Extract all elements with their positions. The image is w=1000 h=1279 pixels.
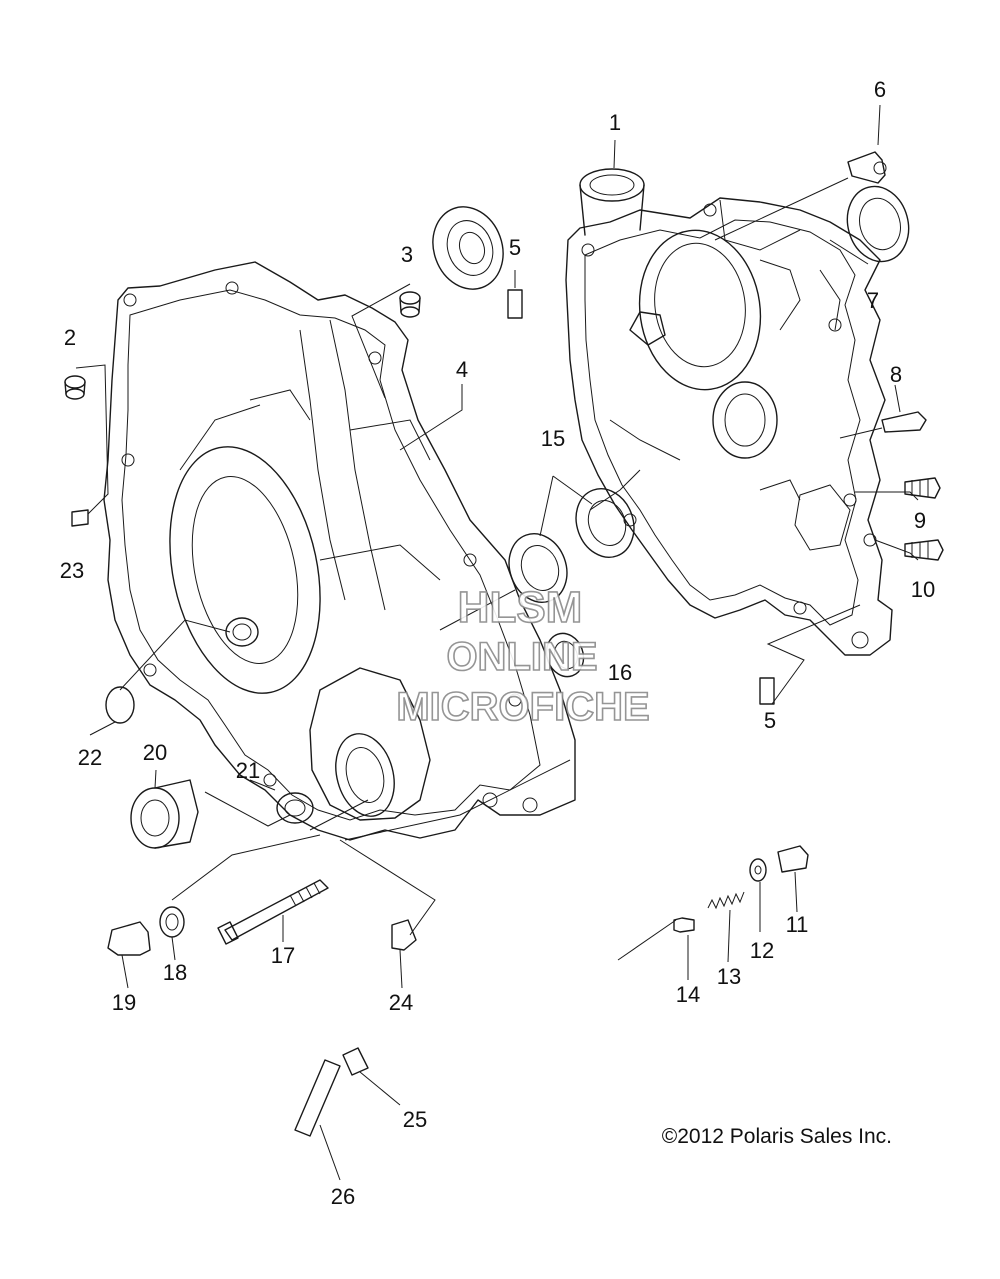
callout-12: 12: [750, 938, 774, 963]
leader-lines: [75, 104, 919, 1181]
callout-8: 8: [890, 362, 902, 387]
callout-17: 17: [271, 943, 295, 968]
callout-25: 25: [403, 1107, 427, 1132]
callout-10: 10: [911, 577, 935, 602]
right-crankcase: [565, 168, 893, 656]
small-parts: [64, 151, 944, 1137]
callout-3: 3: [401, 242, 413, 267]
callout-24: 24: [389, 990, 413, 1015]
callout-9: 9: [914, 508, 926, 533]
watermark-line-3: MICROFICHE: [396, 685, 649, 729]
copyright-text: ©2012 Polaris Sales Inc.: [662, 1125, 892, 1148]
callout-14: 14: [676, 982, 700, 1007]
callout-labels: 1 2 3 4 5 5 6 7 8 9 10 11 12 13 14 15 16…: [60, 77, 935, 1209]
callout-15: 15: [541, 426, 565, 451]
callout-2: 2: [64, 325, 76, 350]
callout-11: 11: [786, 912, 809, 937]
callout-4: 4: [456, 357, 468, 382]
callout-5-lower: 5: [764, 708, 776, 733]
watermark-line-1: HLSM: [458, 583, 583, 632]
callout-20: 20: [143, 740, 167, 765]
callout-7: 7: [867, 288, 879, 313]
callout-23: 23: [60, 558, 84, 583]
watermark-line-2: ONLINE: [446, 635, 597, 679]
callout-1: 1: [609, 110, 621, 135]
callout-19: 19: [112, 990, 136, 1015]
callout-21: 21: [236, 758, 260, 783]
callout-22: 22: [78, 745, 102, 770]
callout-6: 6: [874, 77, 886, 102]
callout-5-upper: 5: [509, 235, 521, 260]
callout-13: 13: [717, 964, 741, 989]
callout-16: 16: [608, 660, 632, 685]
callout-18: 18: [163, 960, 187, 985]
callout-26: 26: [331, 1184, 355, 1209]
watermark: HLSM ONLINE MICROFICHE: [396, 582, 651, 730]
left-crankcase: [103, 261, 576, 841]
